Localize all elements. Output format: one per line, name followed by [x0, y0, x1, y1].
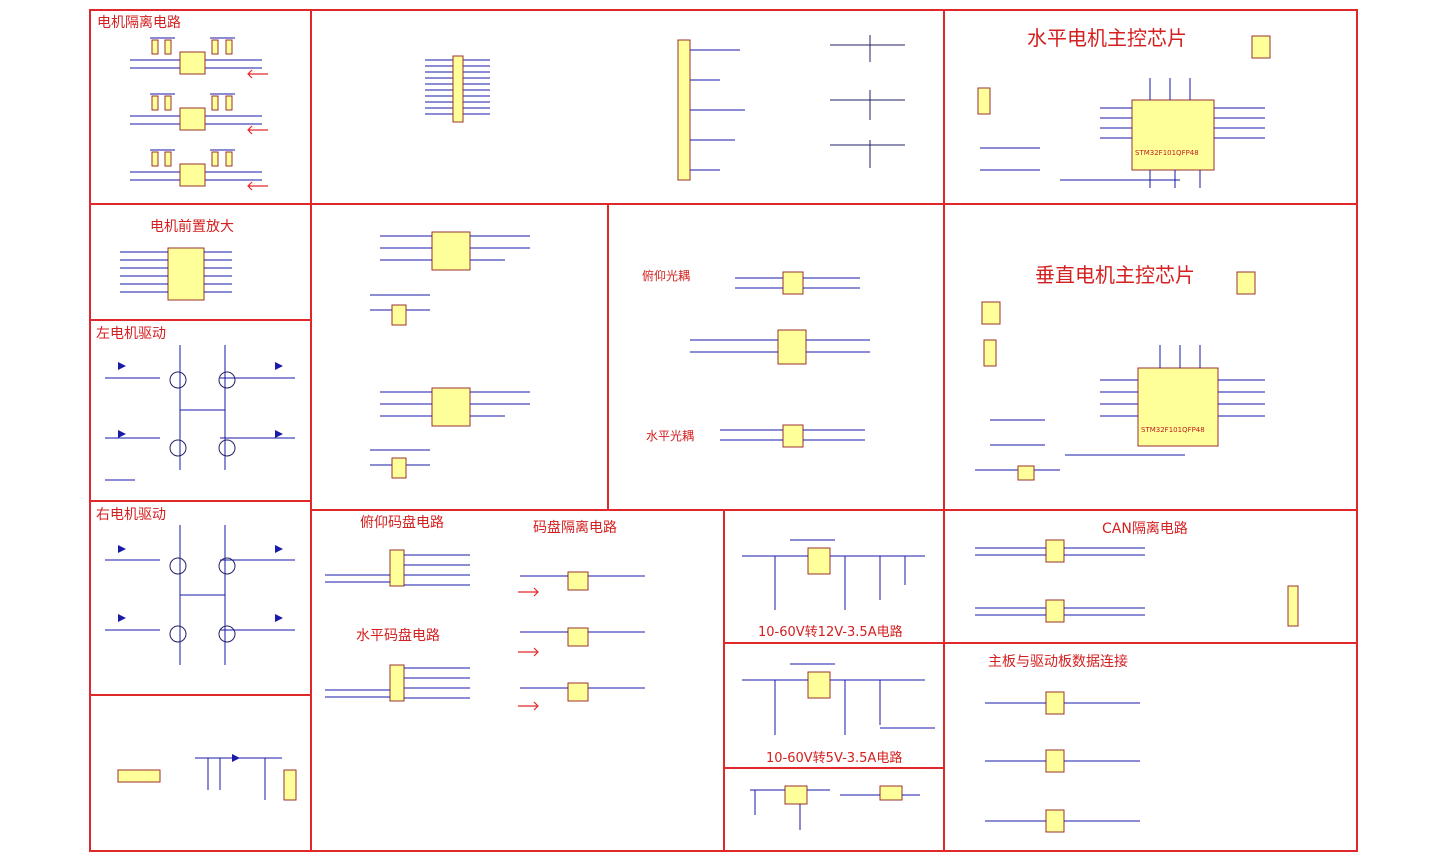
title-encoder-isolation: 码盘隔离电路 — [533, 519, 617, 536]
h-mcu-chip — [1131, 99, 1215, 171]
psu-12v-circuit — [742, 539, 925, 610]
h-main-chip-circuit: STM32F101QFP48 — [977, 35, 1271, 188]
title-h-main-chip: 水平电机主控芯片 — [1027, 26, 1187, 50]
right-motor-drive-circuit — [105, 525, 295, 665]
v-mcu-chip — [1137, 367, 1219, 447]
title-pitch-optocoupler: 俯仰光耦 — [642, 268, 690, 283]
power-input-circuit — [117, 754, 297, 801]
left-motor-drive-circuit — [105, 345, 295, 481]
title-left-motor-drive: 左电机驱动 — [96, 326, 166, 342]
motor-isolation-circuits — [130, 37, 268, 191]
title-motor-isolation: 电机隔离电路 — [97, 14, 181, 31]
title-psu-5v: 10-60V转5V-3.5A电路 — [766, 750, 902, 766]
motor-preamp-circuit — [120, 247, 232, 301]
can-isolation-circuit — [975, 539, 1299, 627]
title-can-isolation: CAN隔离电路 — [1102, 520, 1188, 537]
title-h-encoder: 水平码盘电路 — [356, 627, 440, 644]
title-psu-12v: 10-60V转12V-3.5A电路 — [758, 624, 903, 640]
title-motor-preamp: 电机前置放大 — [150, 218, 234, 235]
optocoupler-circuits — [690, 271, 870, 448]
title-pitch-encoder: 俯仰码盘电路 — [360, 514, 444, 531]
title-right-motor-drive: 右电机驱动 — [96, 507, 166, 523]
title-board-link: 主板与驱动板数据连接 — [988, 653, 1128, 670]
section-titles: 电机隔离电路 电机前置放大 左电机驱动 右电机驱动 水平电机主控芯片 垂直电机主… — [96, 14, 1195, 766]
board-link-circuit — [985, 691, 1140, 833]
title-v-main-chip: 垂直电机主控芯片 — [1035, 263, 1195, 287]
psu-5v-circuit — [742, 663, 935, 735]
connector-header — [425, 35, 905, 181]
v-main-chip-circuit: STM32F101QFP48 — [975, 271, 1265, 481]
title-h-optocoupler: 水平光耦 — [646, 429, 694, 443]
driver-chip-circuits — [370, 231, 530, 479]
v-mcu-label: STM32F101QFP48 — [1141, 426, 1205, 434]
encoder-circuits — [325, 549, 645, 711]
ldo-circuit — [750, 785, 920, 830]
h-mcu-label: STM32F101QFP48 — [1135, 149, 1199, 157]
sheet-frame — [89, 9, 1358, 852]
